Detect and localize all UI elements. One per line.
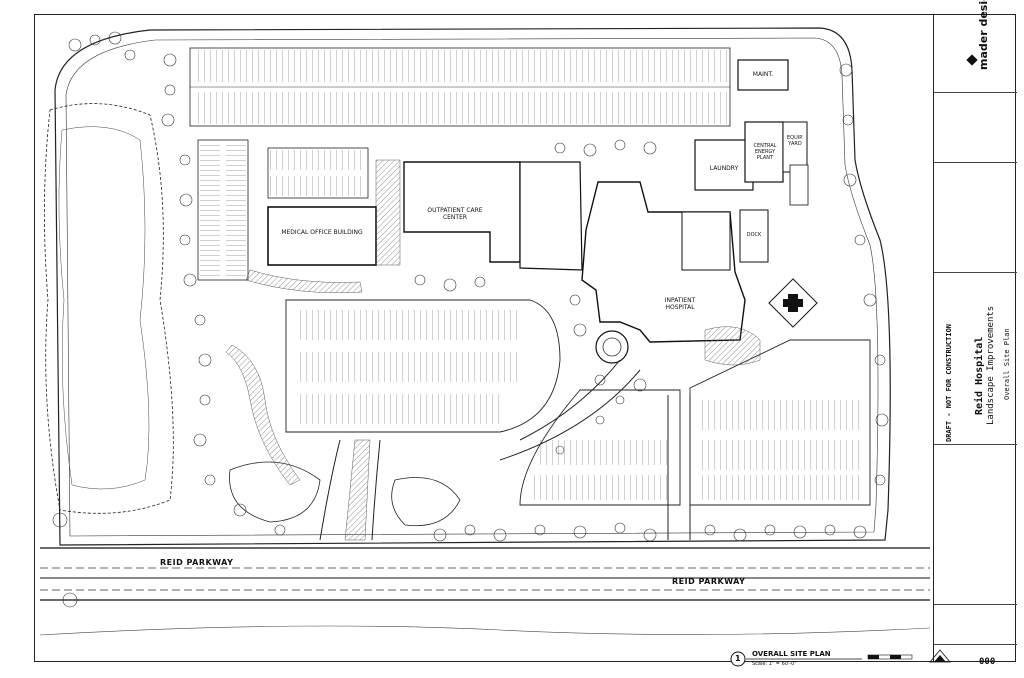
graphic-scale-bar [867,654,913,660]
physician-parking [267,147,369,199]
view-title: OVERALL SITE PLAN [752,650,831,658]
label-reid-parkway-east: REID PARKWAY [672,577,746,586]
campus-ring-road [54,27,891,546]
laundry-building [694,139,754,191]
parking-lot-south [519,389,681,506]
label-laundry: LAUNDRY [709,165,739,172]
label-equip-yard: EQUIP. YARD [786,135,804,147]
label-inpatient-hospital: INPATIENT HOSPITAL [664,297,696,311]
logo-text: mader design [977,0,990,70]
detention-pond-center [391,477,461,527]
helipad-cross-icon [783,294,803,312]
parking-lot-west [197,139,249,281]
label-outpatient-care-center: OUTPATIENT CARE CENTER [427,207,483,221]
view-number: 1 [735,654,741,663]
medical-office-building [267,206,377,266]
maint-building [737,59,789,91]
parking-lot-central [285,299,561,433]
label-maint: MAINT. [752,71,774,78]
entry-drive-west [319,439,341,541]
project-name-line1: Reid Hospital [974,336,985,415]
sheet-title: Overall Site Plan [1003,328,1011,400]
detention-pond-west [229,461,321,523]
title-block [933,14,1017,662]
label-central-energy-plant: CENTRAL ENERGY PLANT [753,143,777,161]
view-number-bubble [730,651,746,667]
tree-symbols [52,31,889,608]
sheet-border [34,14,1016,662]
central-energy-plant [744,121,784,183]
view-scale: Scale: 1" = 60'-0" [752,661,797,667]
label-dock: DOCK [746,232,762,238]
label-medical-office-building: MEDICAL OFFICE BUILDING [281,229,363,236]
sheet-number: 000 [979,657,996,667]
woodland-area [44,103,174,514]
project-name-line2: Landscape Improvements [986,305,996,425]
label-reid-parkway-west: REID PARKWAY [160,558,234,567]
fountain-circle [595,330,629,364]
campus-ring-road-inner [65,37,879,537]
